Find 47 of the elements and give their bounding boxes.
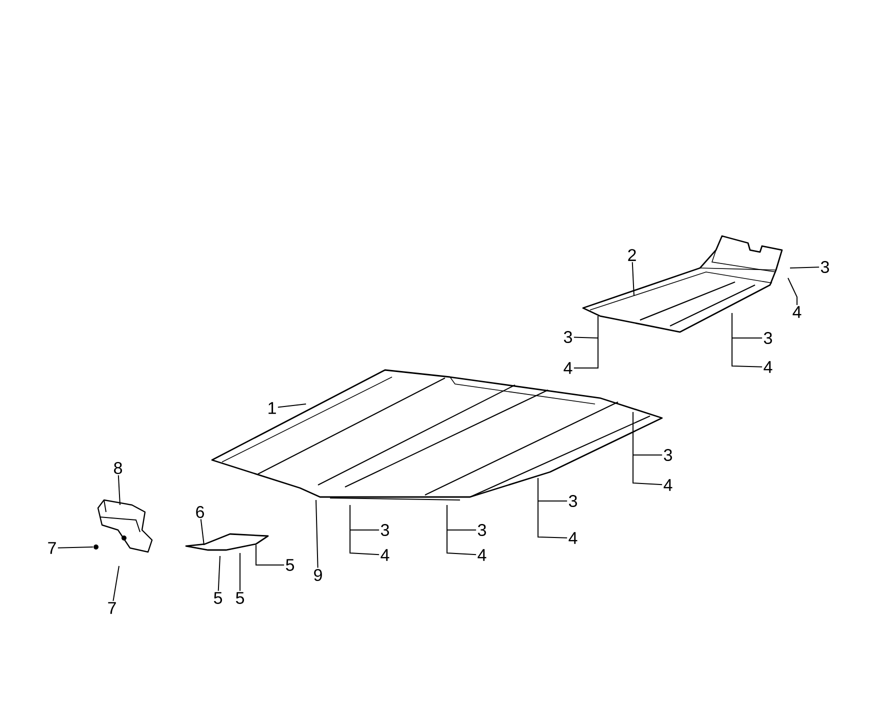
leader-line xyxy=(573,336,598,338)
callout-number: 4 xyxy=(792,306,802,318)
leader-line xyxy=(200,518,204,546)
callout-number: 4 xyxy=(568,532,578,544)
leader-line xyxy=(538,500,568,502)
callout-number: 3 xyxy=(564,330,572,344)
leader-line xyxy=(790,266,820,268)
picture-drawing xyxy=(185,533,269,551)
callout-number: 4 xyxy=(664,479,672,491)
callout-number: 9 xyxy=(314,569,322,582)
leader-line xyxy=(632,262,634,296)
leader-line xyxy=(112,566,120,602)
leader-line xyxy=(57,546,94,548)
callout-number: 2 xyxy=(628,249,636,261)
callout-number: 7 xyxy=(48,542,56,554)
callout-number: 4 xyxy=(564,362,572,374)
callout-number: 3 xyxy=(820,260,829,274)
leader-line xyxy=(732,312,763,368)
leader-line xyxy=(256,544,285,566)
callout-number: 8 xyxy=(114,462,122,474)
callout-number: 1 xyxy=(268,402,276,414)
leader-line xyxy=(277,404,306,408)
leader-line xyxy=(118,474,120,506)
callout-number: 3 xyxy=(380,524,389,536)
leader-line xyxy=(316,500,318,568)
leader-line xyxy=(573,316,598,368)
leader-line xyxy=(218,556,220,592)
callout-number: 4 xyxy=(478,549,486,561)
leader-line xyxy=(788,278,798,306)
callout-number: 4 xyxy=(764,361,772,373)
callout-number: 3 xyxy=(478,524,486,536)
callout-number: 3 xyxy=(764,332,772,344)
callout-number: 4 xyxy=(380,549,390,561)
callout-number: 3 xyxy=(664,448,672,462)
callout-number: 6 xyxy=(196,506,204,518)
leader-line xyxy=(446,504,477,556)
leader-line xyxy=(632,412,663,486)
leader-line xyxy=(538,478,568,538)
leader-line xyxy=(632,454,663,456)
picture-drawing xyxy=(94,499,153,553)
callout-number: 7 xyxy=(108,602,116,614)
picture-drawing xyxy=(582,235,783,333)
callout-number: 5 xyxy=(214,592,222,604)
callout-number: 5 xyxy=(236,592,244,604)
callout-number: 3 xyxy=(568,495,577,508)
callout-number: 5 xyxy=(286,559,294,571)
leader-line xyxy=(350,504,380,556)
